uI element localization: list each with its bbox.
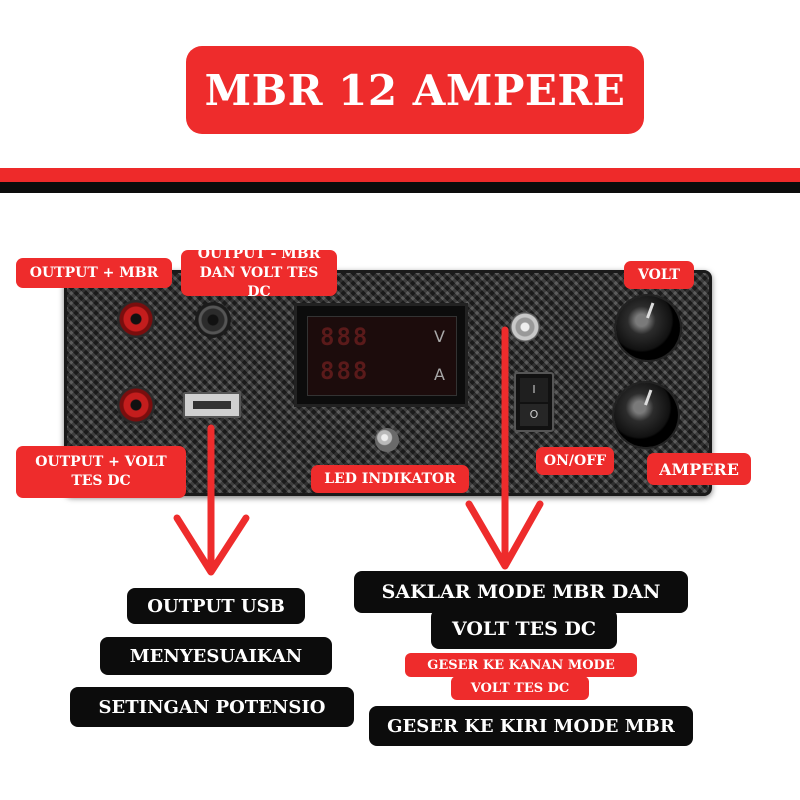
rocker-on-mark: I (520, 378, 548, 402)
mode-toggle-switch (510, 312, 540, 342)
label-volt: VOLT (624, 261, 694, 289)
page-title: MBR 12 AMPERE (186, 46, 644, 134)
output-minus-jack (195, 302, 231, 338)
ampere-knob (614, 383, 678, 447)
note-menyesuaikan: MENYESUAIKAN (100, 637, 332, 675)
label-led-indikator: LED INDIKATOR (311, 465, 469, 493)
note-output-usb: OUTPUT USB (127, 588, 305, 624)
power-rocker-switch: I O (514, 372, 554, 432)
divider-black (0, 182, 800, 193)
rocker-off-mark: O (520, 404, 548, 426)
label-output-minus-mbr-line1: OUTPUT - MBR (197, 245, 321, 262)
divider-red (0, 168, 800, 182)
label-output-plus-volt: OUTPUT + VOLT TES DC (16, 446, 186, 498)
switch-arrow-head (465, 500, 544, 570)
note-saklar-mode-line2: VOLT TES DC (431, 609, 617, 649)
label-on-off: ON/OFF (536, 447, 614, 475)
note-setingan-potensio: SETINGAN POTENSIO (70, 687, 354, 727)
led-indicator (375, 428, 399, 452)
note-saklar-mode-line1: SAKLAR MODE MBR DAN (354, 571, 688, 613)
usb-arrow-head (173, 514, 250, 576)
note-geser-kiri: GESER KE KIRI MODE MBR (369, 706, 693, 746)
display-bottom-reading: 888 (320, 357, 370, 385)
label-output-plus-volt-line1: OUTPUT + VOLT (35, 454, 167, 470)
display-amp-unit: A (434, 365, 445, 384)
label-output-minus-mbr: OUTPUT - MBR DAN VOLT TES DC (181, 246, 337, 300)
label-output-plus-mbr: OUTPUT + MBR (16, 258, 172, 288)
output-plus-mbr-jack (117, 300, 155, 338)
usb-port (183, 392, 241, 418)
label-output-minus-mbr-line2: DAN VOLT TES DC (199, 264, 319, 300)
volt-amp-display: 888 888 V A (294, 303, 468, 407)
label-output-plus-volt-line2: TES DC (71, 473, 131, 489)
note-geser-kanan-line2: VOLT TES DC (451, 676, 589, 700)
volt-knob (616, 296, 680, 360)
display-volt-unit: V (434, 327, 445, 346)
note-geser-kanan-line1: GESER KE KANAN MODE (405, 653, 637, 677)
display-top-reading: 888 (320, 323, 370, 351)
output-plus-volt-jack (117, 386, 155, 424)
label-ampere: AMPERE (647, 453, 751, 485)
